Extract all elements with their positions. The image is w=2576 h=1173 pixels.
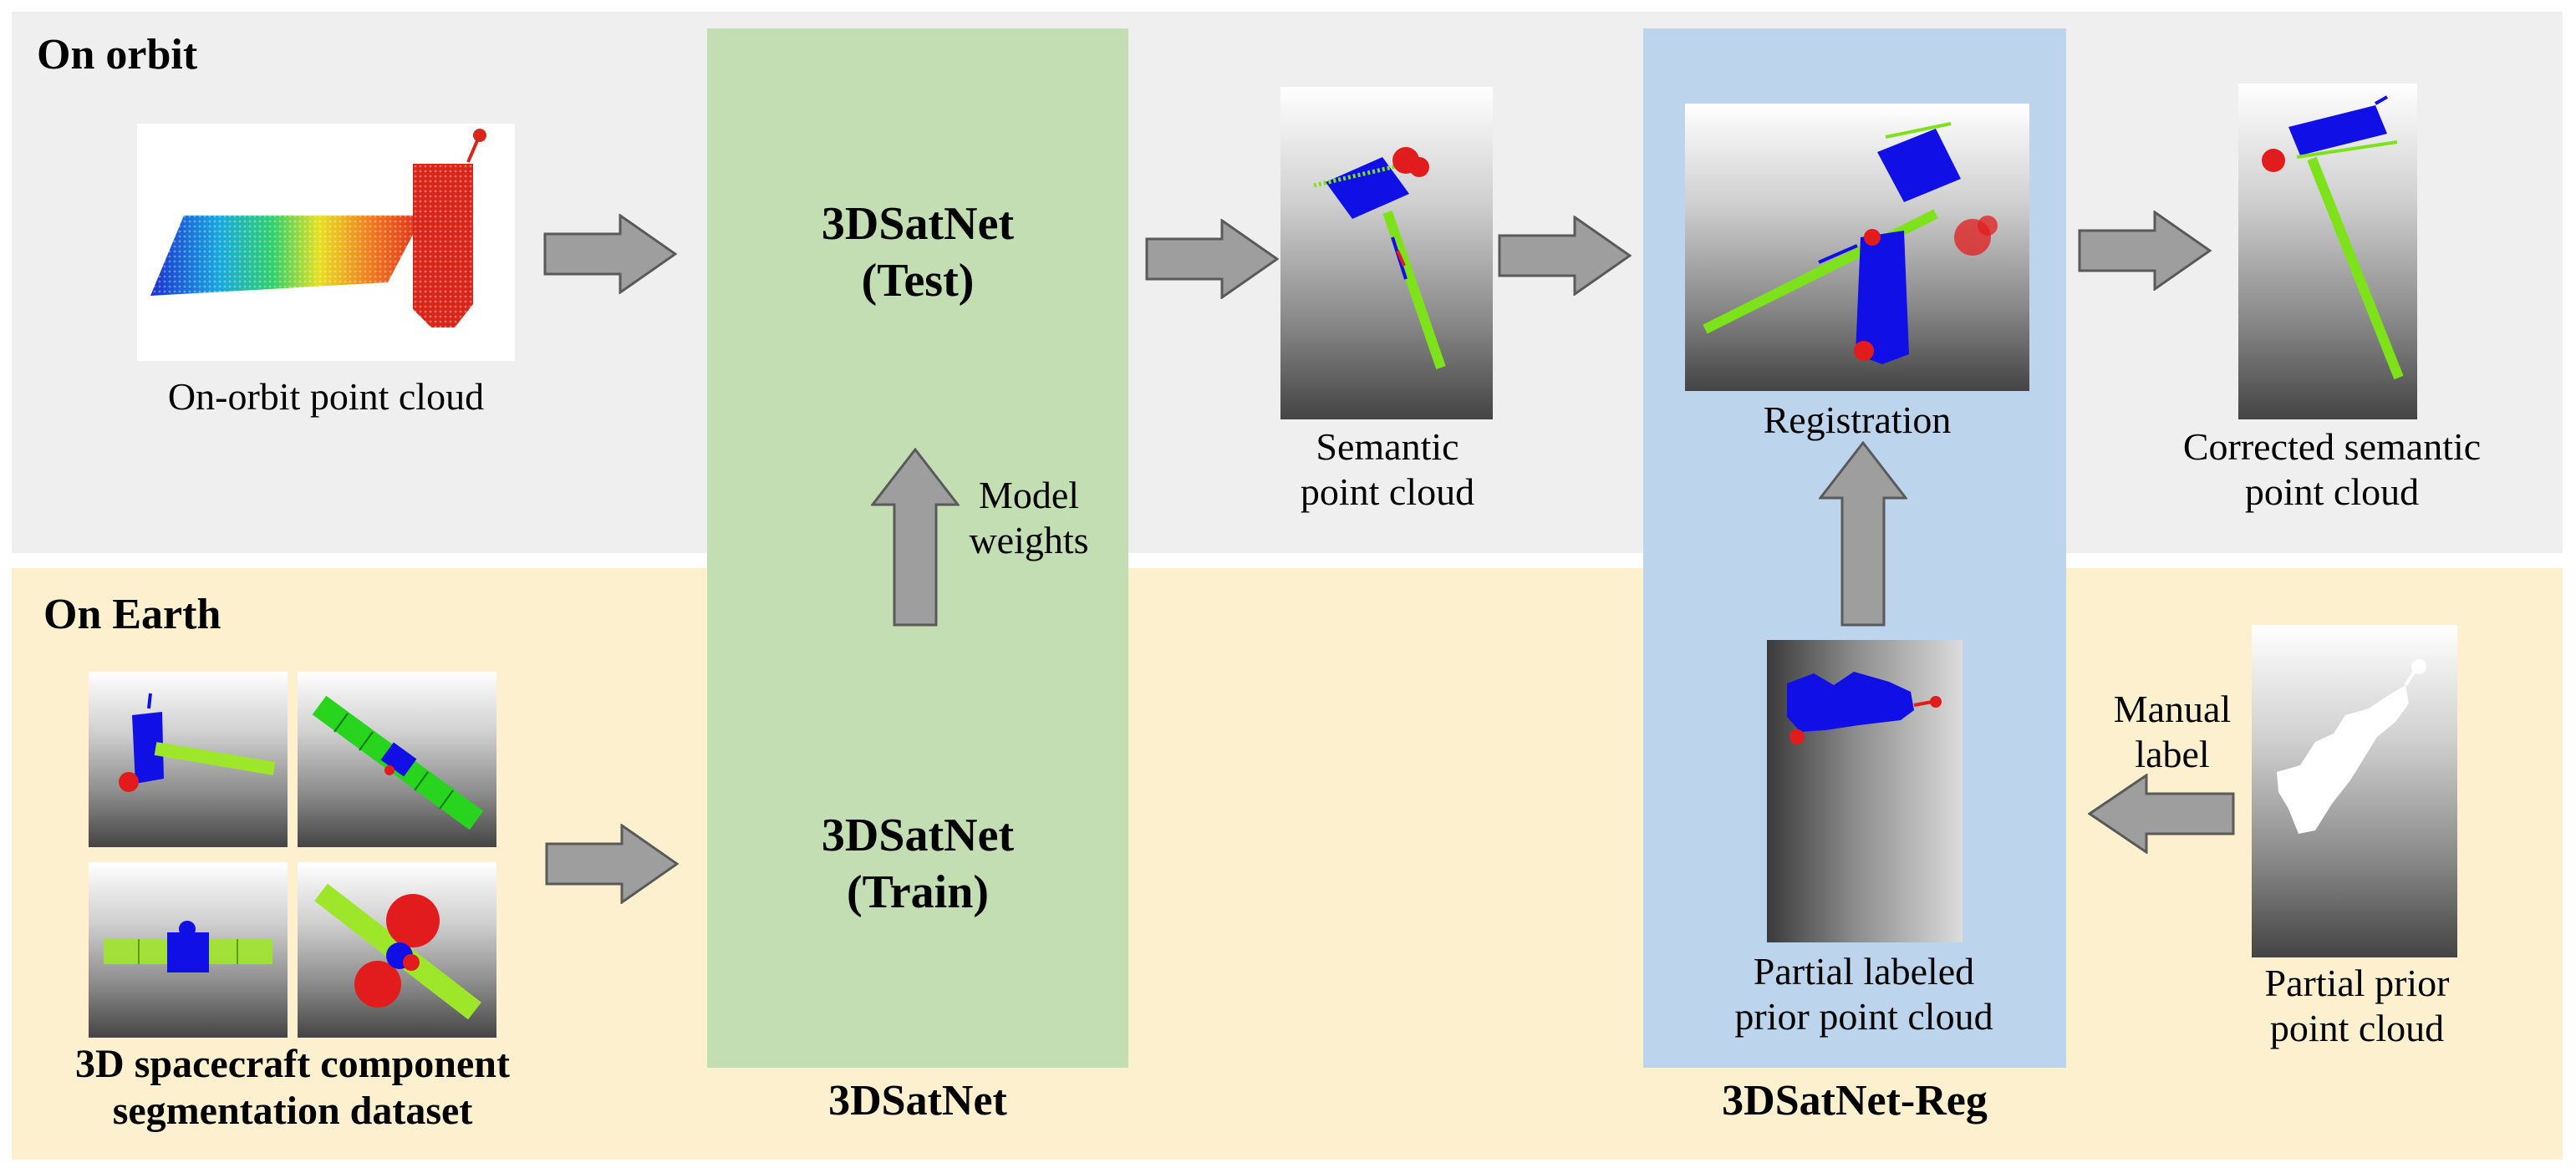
partial-prior-caption: Partial prior point cloud <box>2198 961 2516 1051</box>
semantic-caption-line1: Semantic <box>1316 425 1459 468</box>
model-weights-line1: Model <box>978 474 1080 516</box>
partial-prior-caption-line2: point cloud <box>2269 1007 2445 1049</box>
satnet-label: 3DSatNet <box>828 1077 1007 1125</box>
dataset-sample-4 <box>298 862 496 1038</box>
on-earth-title: On Earth <box>43 591 221 638</box>
arrow-labeled-to-registration <box>1819 441 1907 627</box>
on-orbit-title: On orbit <box>37 31 198 79</box>
satnet-train-title: 3DSatNet (Train) <box>707 807 1128 921</box>
dataset-sample-1 <box>89 672 288 847</box>
partial-labeled-caption-line1: Partial labeled <box>1753 950 1975 993</box>
arrow-manual-label-left <box>2088 774 2235 854</box>
satnet-test-line1: 3DSatNet <box>821 198 1015 250</box>
satnet-train-line1: 3DSatNet <box>821 810 1015 861</box>
partial-prior-caption-line1: Partial prior <box>2264 962 2450 1004</box>
arrow-onorbit-to-test <box>543 214 677 294</box>
manual-label-line1: Manual <box>2113 688 2232 730</box>
on-orbit-point-cloud-image <box>137 124 515 361</box>
partial-labeled-prior-image <box>1767 640 1963 942</box>
registration-caption: Registration <box>1763 399 1952 441</box>
corrected-caption-line2: point cloud <box>2244 470 2420 513</box>
on-orbit-point-cloud-caption: On-orbit point cloud <box>167 375 485 418</box>
arrow-dataset-to-train <box>545 824 679 904</box>
arrow-semantic-to-registration <box>1498 216 1632 296</box>
satnet-test-title: 3DSatNet (Test) <box>707 196 1128 309</box>
dataset-sample-3 <box>89 862 288 1038</box>
arrow-test-to-semantic <box>1145 219 1279 299</box>
partial-prior-image <box>2252 625 2457 957</box>
satnet-train-line2: (Train) <box>846 866 990 918</box>
dataset-caption-line2: segmentation dataset <box>112 1089 473 1133</box>
model-weights-label: Model weights <box>958 473 1100 563</box>
arrow-model-weights-up <box>871 448 960 627</box>
corrected-semantic-image <box>2238 84 2417 419</box>
model-weights-line2: weights <box>969 519 1089 561</box>
dataset-caption: 3D spacecraft component segmentation dat… <box>33 1041 552 1135</box>
registration-image <box>1685 104 2029 391</box>
dataset-caption-line1: 3D spacecraft component <box>75 1042 510 1086</box>
manual-label-line2: label <box>2135 733 2210 775</box>
manual-label-caption: Manual label <box>2085 687 2260 777</box>
satnet-test-line2: (Test) <box>861 255 975 307</box>
dataset-sample-2 <box>298 672 496 847</box>
partial-labeled-caption-line2: prior point cloud <box>1734 995 1993 1038</box>
satnet-reg-label: 3DSatNet-Reg <box>1722 1077 1988 1125</box>
semantic-point-cloud-image <box>1280 87 1493 419</box>
partial-labeled-prior-caption: Partial labeled prior point cloud <box>1705 949 2023 1039</box>
corrected-semantic-caption: Corrected semantic point cloud <box>2173 424 2491 515</box>
arrow-registration-to-corrected <box>2078 211 2212 291</box>
corrected-caption-line1: Corrected semantic <box>2182 425 2482 468</box>
semantic-point-cloud-caption: Semantic point cloud <box>1237 424 1538 515</box>
semantic-caption-line2: point cloud <box>1300 470 1475 513</box>
